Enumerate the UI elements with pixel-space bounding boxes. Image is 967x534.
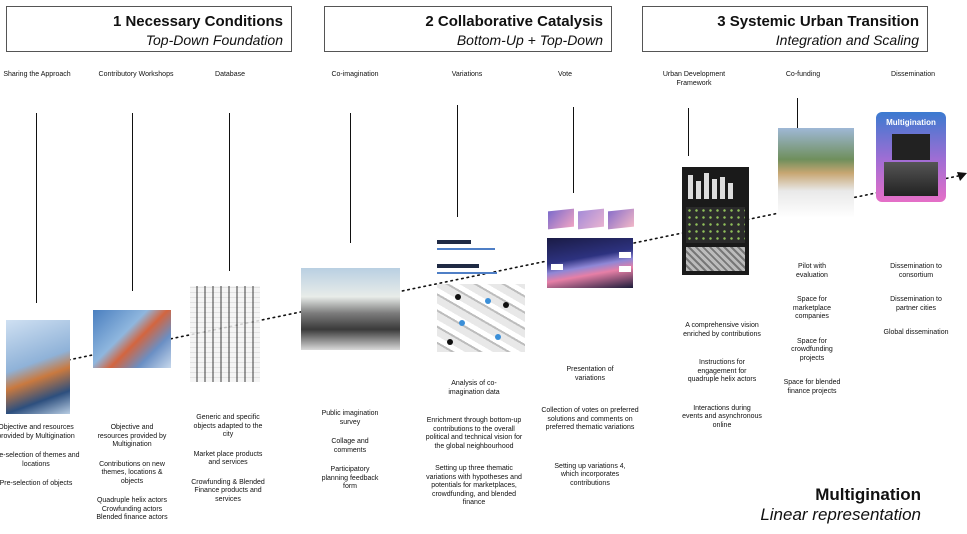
database-item-3: Crowfunding & Blended Finance products a… (191, 478, 265, 503)
vote-thumbnails (548, 208, 638, 232)
phase-2-box: 2 Collaborative Catalysis Bottom-Up + To… (324, 6, 612, 52)
connector-line-sharing (36, 113, 37, 303)
cofunding-item-3: Space for crowdfunding projects (791, 337, 833, 362)
workshops-descriptions: Objective and resources provided by Mult… (84, 424, 180, 534)
variations-item-2: Enrichment through bottom-up contributio… (425, 417, 523, 450)
phase-3-title: 3 Systemic Urban Transition (717, 13, 919, 30)
workshops-item-3: Quadruple helix actors Crowfunding actor… (96, 497, 168, 521)
phase-1-box: 1 Necessary Conditions Top-Down Foundati… (6, 6, 292, 52)
framework-item-1: A comprehensive vision enriched by contr… (683, 322, 761, 338)
connector-line-cofunding (797, 98, 798, 128)
database-descriptions: Generic and specific objects adapted to … (178, 414, 278, 515)
column-title-variations: Variations (451, 71, 483, 78)
workshop-photo-drawing (93, 310, 171, 368)
connector-line-variations (457, 105, 458, 217)
footer-title: Multigination (815, 485, 921, 504)
coimagination-descriptions: Public imagination survey Collage and co… (300, 410, 400, 503)
vote-presentation-image (547, 238, 633, 288)
dissemination-item-3: Global dissemination (883, 329, 949, 336)
database-objects-grid (190, 286, 260, 382)
phase-3-subtitle: Integration and Scaling (775, 32, 919, 48)
column-title-database: Database (215, 71, 245, 78)
cofunding-descriptions: Pilot with evaluation Space for marketpl… (770, 263, 854, 407)
phase-2-title: 2 Collaborative Catalysis (425, 13, 603, 30)
coimagination-collage (301, 268, 400, 350)
column-title-cofunding: Co-funding (785, 71, 821, 78)
cofunding-collage (778, 128, 854, 218)
database-item-2: Market place products and services (193, 450, 263, 467)
vote-item-3: Setting up variations 4, which incorpora… (554, 462, 626, 487)
variations-item-1: Analysis of co-imagination data (448, 380, 500, 396)
cofunding-item-1: Pilot with evaluation (796, 263, 828, 279)
coimagination-item-1: Public imagination survey (321, 410, 379, 426)
database-item-1: Generic and specific objects adapted to … (193, 414, 263, 438)
sharing-item-2: Pre-selection of themes and locations (0, 452, 80, 468)
workshop-photo-child (6, 320, 70, 414)
phase-2-subtitle: Bottom-Up + Top-Down (456, 32, 603, 48)
footer-subtitle: Linear representation (760, 505, 921, 524)
sharing-item-1: Objective and resources provided by Mult… (0, 424, 75, 440)
variations-descriptions: Analysis of co-imagination data Enrichme… (422, 380, 526, 519)
variations-city-model (437, 284, 525, 352)
phase-1-title: 1 Necessary Conditions (112, 13, 283, 30)
sharing-descriptions: Objective and resources provided by Mult… (0, 424, 84, 500)
coimagination-item-3: Participatory planning feedback form (321, 466, 379, 490)
dissemination-item-2: Dissemination to partner cities (890, 296, 942, 312)
connector-line-database (229, 113, 230, 271)
cofunding-item-2: Space for marketplace companies (792, 296, 832, 320)
framework-item-3: Interactions during events and asynchron… (682, 404, 762, 429)
connector-line-framework (688, 108, 689, 156)
connector-line-coimagination (350, 113, 351, 243)
variations-bars (437, 238, 497, 280)
framework-item-2: Instructions for engagement for quadrupl… (687, 359, 757, 383)
column-title-vote: Vote (557, 71, 572, 78)
variations-item-3: Setting up three thematic variations wit… (426, 465, 522, 506)
column-title-dissemination: Dissemination (891, 71, 935, 78)
coimagination-item-2: Collage and comments (331, 438, 369, 454)
multigination-badge: Multigination (886, 118, 936, 127)
cofunding-item-4: Space for blended finance projects (783, 379, 841, 395)
column-title-workshops: Contributory Workshops (98, 71, 174, 78)
framework-descriptions: A comprehensive vision enriched by contr… (672, 322, 772, 441)
column-title-framework: Urban Development Framework (662, 71, 726, 87)
connector-line-vote (573, 107, 574, 193)
vote-item-2: Collection of votes on preferred solutio… (541, 407, 639, 431)
column-title-sharing: Sharing the Approach (3, 71, 71, 78)
phase-3-box: 3 Systemic Urban Transition Integration … (642, 6, 928, 52)
dissemination-item-1: Dissemination to consortium (890, 263, 942, 279)
workshops-item-1: Objective and resources provided by Mult… (97, 424, 167, 448)
dissemination-panel: Multigination (876, 112, 946, 202)
sharing-item-3: Pre-selection of objects (0, 480, 73, 487)
connector-line-workshops (132, 113, 133, 291)
phase-1-subtitle: Top-Down Foundation (145, 32, 283, 48)
workshops-item-2: Contributions on new themes, locations &… (99, 460, 165, 485)
vote-item-1: Presentation of variations (566, 366, 614, 382)
column-title-coimagination: Co-imagination (331, 71, 379, 78)
dissemination-descriptions: Dissemination to consortium Disseminatio… (866, 263, 966, 349)
vote-descriptions: Presentation of variations Collection of… (540, 366, 640, 499)
framework-dashboard (682, 167, 749, 275)
